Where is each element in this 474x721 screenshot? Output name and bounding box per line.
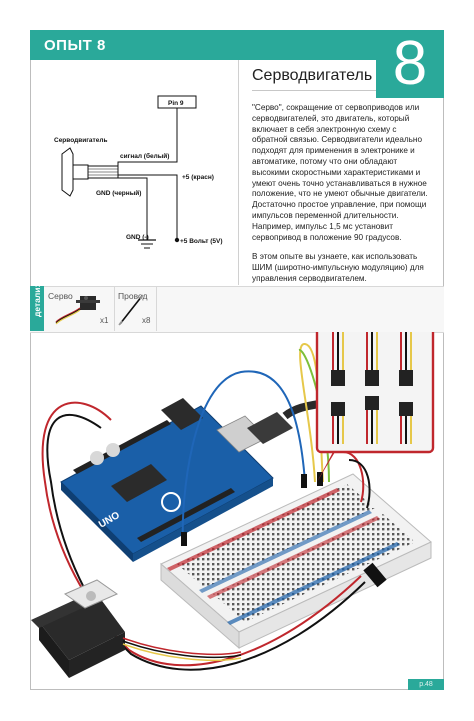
parts-label: детали: xyxy=(32,284,42,317)
gnd-wire xyxy=(118,177,148,240)
servo-schematic: Pin 9 Серводвигатель сигнал (белый) +5 (… xyxy=(54,95,223,249)
parts-label-box xyxy=(30,286,44,331)
article-paragraph-2: В этом опыте вы узнаете, как использоват… xyxy=(252,252,424,283)
article-body: "Серво", сокращение от сервоприводов или… xyxy=(252,103,434,294)
article-paragraph-1: "Серво", сокращение от сервоприводов или… xyxy=(252,103,428,242)
header-pin-1 xyxy=(301,474,307,488)
column-divider xyxy=(238,60,239,285)
servo-motor xyxy=(31,562,387,678)
wire-black-short xyxy=(348,459,371,509)
servo-symbol xyxy=(61,147,119,197)
part-servo-qty: x1 xyxy=(100,316,109,325)
experiment-number-box xyxy=(376,30,444,98)
experiment-number: 8 xyxy=(392,29,428,98)
parts-strip xyxy=(30,286,444,333)
experiment-header-bar xyxy=(30,30,444,60)
gnd-label: GND (-) xyxy=(126,234,149,241)
plus5-node xyxy=(174,237,180,243)
page-number-tab xyxy=(408,679,444,690)
part-wire-qty: x8 xyxy=(142,316,151,325)
pin-label: Pin 9 xyxy=(168,100,184,107)
servo-label: Серводвигатель xyxy=(54,137,107,144)
part-wire xyxy=(114,286,157,331)
header-pin-2 xyxy=(317,472,323,486)
part-wire-name: Провод xyxy=(118,291,148,301)
vcc-label: +5 Вольт (5V) xyxy=(180,238,223,245)
wire-part-icon xyxy=(118,294,144,326)
arduino-board: UNO xyxy=(60,398,274,562)
signal-label: сигнал (белый) xyxy=(120,152,169,160)
header-pin-3 xyxy=(181,532,187,546)
wiring-illustration: UNO xyxy=(31,332,435,678)
signal-wire xyxy=(117,108,178,172)
gnd-wire-label: GND (черный) xyxy=(96,189,141,197)
ground-symbol xyxy=(138,239,156,249)
servo-part-icon xyxy=(55,296,100,325)
part-servo xyxy=(44,286,115,331)
article-title: Серводвигатель xyxy=(252,67,373,84)
experiment-title: ОПЫТ 8 xyxy=(44,37,106,54)
plus5-wire xyxy=(118,174,178,240)
page-number: p.48 xyxy=(419,681,433,688)
connector-zoom-inset xyxy=(315,332,435,482)
plus5-label: +5 (красн) xyxy=(182,174,214,181)
breadboard xyxy=(160,473,432,650)
part-servo-name: Серво xyxy=(48,291,73,301)
wire-blue xyxy=(181,370,306,543)
title-underline xyxy=(252,90,376,91)
